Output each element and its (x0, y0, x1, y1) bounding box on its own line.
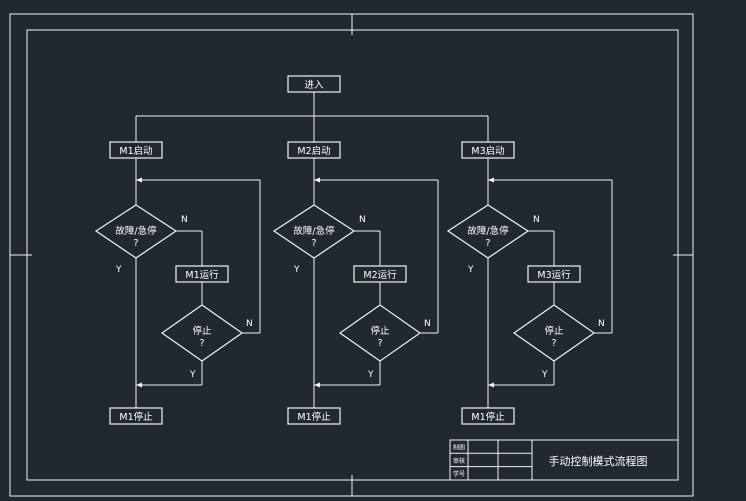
drawing-title: 手动控制模式流程图 (549, 454, 648, 468)
stop-no-label-2: N (424, 319, 431, 329)
stop-box-2 (287, 407, 341, 425)
fault-check-q-2: ? (311, 238, 316, 249)
check-no-label-1: N (181, 215, 188, 225)
title-block-row-2: 审核 (453, 457, 465, 465)
stop-label-1: M1停止 (119, 411, 153, 423)
start-label: 进入 (304, 80, 324, 91)
fault-check-label-1: 故障/急停 (115, 225, 157, 237)
start-label-1: M1启动 (119, 145, 152, 157)
check-yes-label-3: Y (467, 265, 474, 275)
join-arrow-1 (136, 382, 142, 388)
check-no-label-3: N (533, 215, 540, 225)
stop-box-1 (109, 407, 163, 425)
run-label-2: M2运行 (363, 269, 397, 281)
stop-yes-label-3: Y (541, 370, 548, 380)
stop-label-3: M1停止 (471, 411, 505, 423)
join-arrow-3 (488, 382, 494, 388)
stop-check-label-2: 停止 (370, 325, 390, 337)
run-label-3: M3运行 (537, 269, 571, 281)
stop-label-2: M1停止 (297, 411, 331, 423)
stop-yes-label-2: Y (367, 370, 374, 380)
stop-box-3 (461, 407, 515, 425)
fault-check-q-1: ? (133, 238, 138, 249)
loop-arrow-2 (314, 177, 320, 183)
stop-yes-label-1: Y (189, 370, 196, 380)
run-label-1: M1运行 (185, 269, 219, 281)
fault-check-q-3: ? (485, 238, 490, 249)
loop-arrow-1 (136, 177, 142, 183)
start-label-2: M2启动 (297, 145, 330, 157)
loop-arrow-3 (488, 177, 494, 183)
stop-no-label-3: N (598, 319, 605, 329)
start-node: 进入 (287, 75, 341, 93)
start-label-3: M3启动 (471, 145, 504, 157)
check-no-label-2: N (359, 215, 366, 225)
stop-check-q-2: ? (377, 338, 382, 349)
check-yes-label-1: Y (115, 265, 122, 275)
stop-no-label-1: N (246, 319, 253, 329)
join-arrow-2 (314, 382, 320, 388)
fault-check-label-3: 故障/急停 (467, 225, 509, 237)
stop-check-q-3: ? (551, 338, 556, 349)
title-block: 制图 审核 学号 手动控制模式流程图 (449, 439, 679, 481)
stop-check-label-1: 停止 (192, 325, 212, 337)
title-block-row-1: 制图 (453, 444, 465, 452)
fault-check-label-2: 故障/急停 (293, 225, 335, 237)
stop-check-q-1: ? (199, 338, 204, 349)
title-block-row-3: 学号 (453, 470, 465, 478)
stop-check-label-3: 停止 (544, 325, 564, 337)
check-yes-label-2: Y (293, 265, 300, 275)
